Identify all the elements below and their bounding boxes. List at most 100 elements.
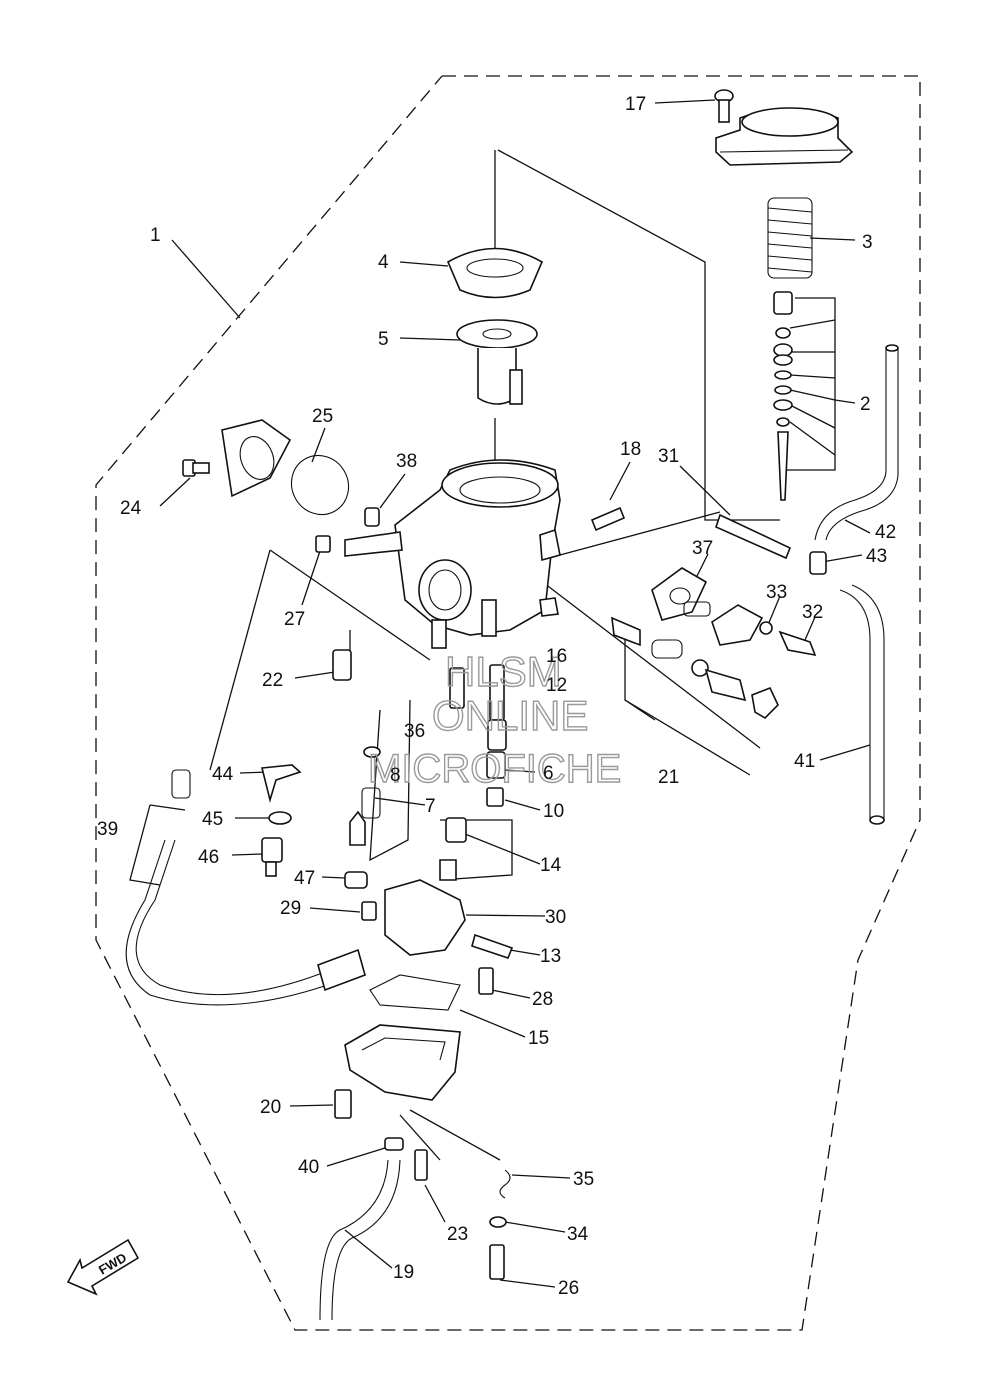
part-20-screw [334,1089,352,1119]
callout-39: 39 [97,819,118,840]
part-pilot-screw [349,810,366,846]
callout-33: 33 [766,582,787,603]
part-float-bowl [344,1024,461,1101]
callout-26: 26 [558,1278,579,1299]
callout-40: 40 [298,1157,319,1178]
fwd-arrow: FWD [66,1238,140,1296]
callout-19: 19 [393,1262,414,1283]
callout-45: 45 [202,809,223,830]
part-23-screw [414,1149,428,1181]
callout-30: 30 [545,907,566,928]
part-43-fitting [809,551,827,575]
callout-1: 1 [150,225,161,246]
part-27-nut [315,535,331,553]
callout-15: 15 [528,1028,549,1049]
part-29-screw [361,901,377,921]
part-33-washer [759,621,773,635]
callout-20: 20 [260,1097,281,1118]
part-31-tube [715,513,792,560]
callout-24: 24 [120,498,142,519]
callout-17: 17 [625,94,646,115]
part-6-tube [486,751,506,779]
callout-12: 12 [546,675,567,696]
part-26-screw [489,1244,505,1280]
part-41-hose [839,584,885,825]
part-3-spring [767,197,813,279]
part-7-spring [361,787,381,819]
callout-16: 16 [546,646,567,667]
part-44-plate [260,764,302,804]
part-30-float [384,879,466,956]
part-34-washer [489,1216,507,1228]
part-42-hose [814,344,899,541]
watermark-line-3: MICROFICHE [368,747,621,791]
callout-32: 32 [802,602,823,623]
callout-2: 2 [860,394,871,415]
part-14-needle-valve [439,817,467,881]
callout-38: 38 [396,451,417,472]
callout-7: 7 [425,796,436,817]
part-46-switch [261,837,283,877]
part-25-gasket [290,454,350,516]
callout-25: 25 [312,406,333,427]
leader-lines [129,99,871,1288]
part-15-gasket [369,974,461,1011]
callout-10: 10 [543,801,564,822]
part-35-clip [499,1169,511,1199]
watermark-line-1: HLSM [445,648,562,695]
part-19-hose [319,1159,401,1321]
part-37-accelerator-cover [651,567,708,621]
part-16-12-jets [449,664,507,751]
assembly-boundary [95,75,921,1331]
part-22-jet [332,649,352,681]
part-45-oring [268,811,292,825]
callout-31: 31 [658,446,679,467]
callout-4: 4 [378,252,389,273]
callout-13: 13 [540,946,561,967]
callout-44: 44 [212,764,234,785]
callout-28: 28 [532,989,553,1010]
part-39-cable [125,769,366,1006]
callout-35: 35 [573,1169,594,1190]
callout-46: 46 [198,847,219,868]
part-28-screw [478,967,494,995]
callout-23: 23 [447,1224,468,1245]
callout-43: 43 [866,546,887,567]
callout-36: 36 [404,721,425,742]
part-21-starter-set [611,616,779,720]
part-carburetor-body [344,459,561,649]
callout-41: 41 [794,751,815,772]
part-2-needle-set [773,291,793,501]
watermark-line-2: ONLINE [432,692,588,739]
callout-8: 8 [390,765,401,786]
part-top-cover [715,107,854,166]
part-4-diaphragm [446,247,544,299]
part-8-spring [363,746,381,758]
part-cover-plate [221,419,292,498]
watermark: HLSM ONLINE MICROFICHE [367,647,622,791]
callout-42: 42 [875,522,896,543]
part-18-screw [590,506,626,532]
callout-3: 3 [862,232,873,253]
callout-21: 21 [658,767,679,788]
callout-29: 29 [280,898,301,919]
callout-27: 27 [284,609,305,630]
part-40-clamp [384,1137,404,1151]
part-24-screw [182,459,210,477]
callout-37: 37 [692,538,713,559]
part-10-jet [486,787,504,807]
part-5-piston [456,319,538,405]
callout-14: 14 [540,855,562,876]
callout-5: 5 [378,329,389,350]
part-38-plug [364,507,380,527]
callout-18: 18 [620,439,641,460]
part-accelerator-spring [683,601,711,617]
part-32-screw [778,630,817,657]
callout-34: 34 [567,1224,589,1245]
callout-47: 47 [294,868,315,889]
callout-22: 22 [262,670,283,691]
part-17-screw [714,89,734,123]
part-47-cap [344,871,368,889]
part-13-pin [471,933,514,959]
